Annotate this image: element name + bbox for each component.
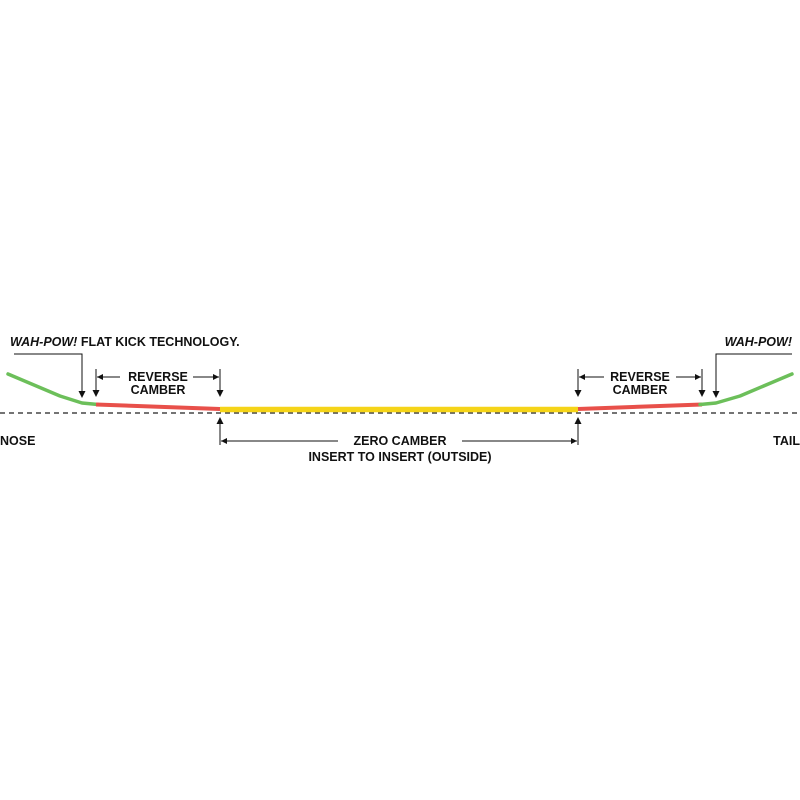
arrow-right-icon xyxy=(695,374,701,380)
wah-pow-right-label: WAH-POW! xyxy=(725,335,792,349)
arrow-down-icon xyxy=(92,390,100,397)
nose-label: NOSE xyxy=(0,434,35,448)
arrow-down-icon xyxy=(216,390,224,397)
arrow-down-icon xyxy=(78,391,86,398)
reverse-camber-right-line1: REVERSE xyxy=(610,370,670,384)
arrow-up-icon xyxy=(574,417,582,424)
arrow-left-icon xyxy=(579,374,585,380)
arrow-right-icon xyxy=(213,374,219,380)
reverse-camber-right-line2: CAMBER xyxy=(613,383,668,397)
wah-pow-left-callout: WAH-POW! FLAT KICK TECHNOLOGY. xyxy=(10,335,240,398)
arrow-up-icon xyxy=(216,417,224,424)
tail-label: TAIL xyxy=(773,434,800,448)
arrow-left-icon xyxy=(97,374,103,380)
tail-flat-kick-segment xyxy=(698,372,794,407)
arrow-down-icon xyxy=(712,391,720,398)
arrow-down-icon xyxy=(698,390,706,397)
flat-kick-technology-label: FLAT KICK TECHNOLOGY. xyxy=(77,335,239,349)
insert-to-insert-label: INSERT TO INSERT (OUTSIDE) xyxy=(308,450,491,464)
arrow-right-icon xyxy=(571,438,577,444)
wah-pow-right-callout: WAH-POW! xyxy=(712,335,792,398)
nose-reverse-camber-segment xyxy=(95,402,221,411)
wah-pow-left-italic-label: WAH-POW! xyxy=(10,335,77,349)
tail-reverse-camber-segment xyxy=(577,402,703,411)
nose-flat-kick-segment xyxy=(6,372,100,407)
reverse-camber-left-line1: REVERSE xyxy=(128,370,188,384)
reverse-camber-left-line2: CAMBER xyxy=(131,383,186,397)
reverse-camber-left-callout: REVERSE CAMBER xyxy=(92,369,224,397)
zero-camber-label: ZERO CAMBER xyxy=(353,434,446,448)
arrow-down-icon xyxy=(574,390,582,397)
svg-text:WAH-POW! FLAT KICK TECHNOLOGY.: WAH-POW! FLAT KICK TECHNOLOGY. xyxy=(10,335,240,349)
zero-camber-callout: ZERO CAMBER INSERT TO INSERT (OUTSIDE) xyxy=(216,417,582,464)
arrow-left-icon xyxy=(221,438,227,444)
reverse-camber-right-callout: REVERSE CAMBER xyxy=(574,369,706,397)
